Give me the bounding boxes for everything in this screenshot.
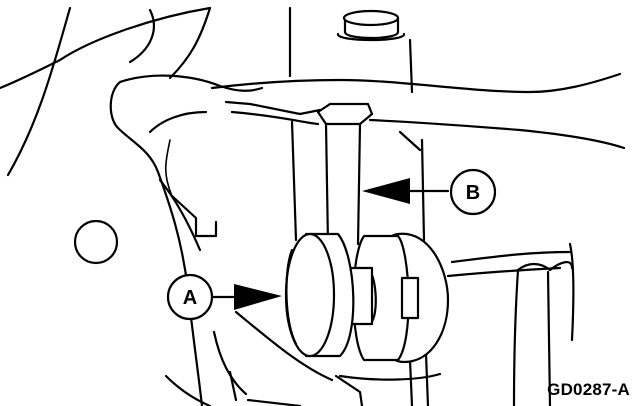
tool-shaft [316, 102, 374, 246]
callout-b: B [449, 168, 497, 216]
adapter-assembly [284, 232, 450, 364]
frame [288, 6, 430, 406]
bolt-hole [73, 219, 119, 265]
housing-outline [0, 6, 212, 177]
callout-b-label: B [466, 182, 480, 204]
callout-a: A [166, 273, 214, 321]
lower-housing [212, 310, 442, 406]
arrow-a [210, 284, 282, 310]
top-stud [336, 9, 406, 42]
arrow-b [362, 178, 450, 204]
bracket [109, 74, 264, 406]
callout-a-label: A [183, 287, 197, 309]
guide-rail [446, 242, 575, 406]
figure-code: GD0287-A [547, 380, 630, 399]
cross-member [210, 72, 626, 152]
